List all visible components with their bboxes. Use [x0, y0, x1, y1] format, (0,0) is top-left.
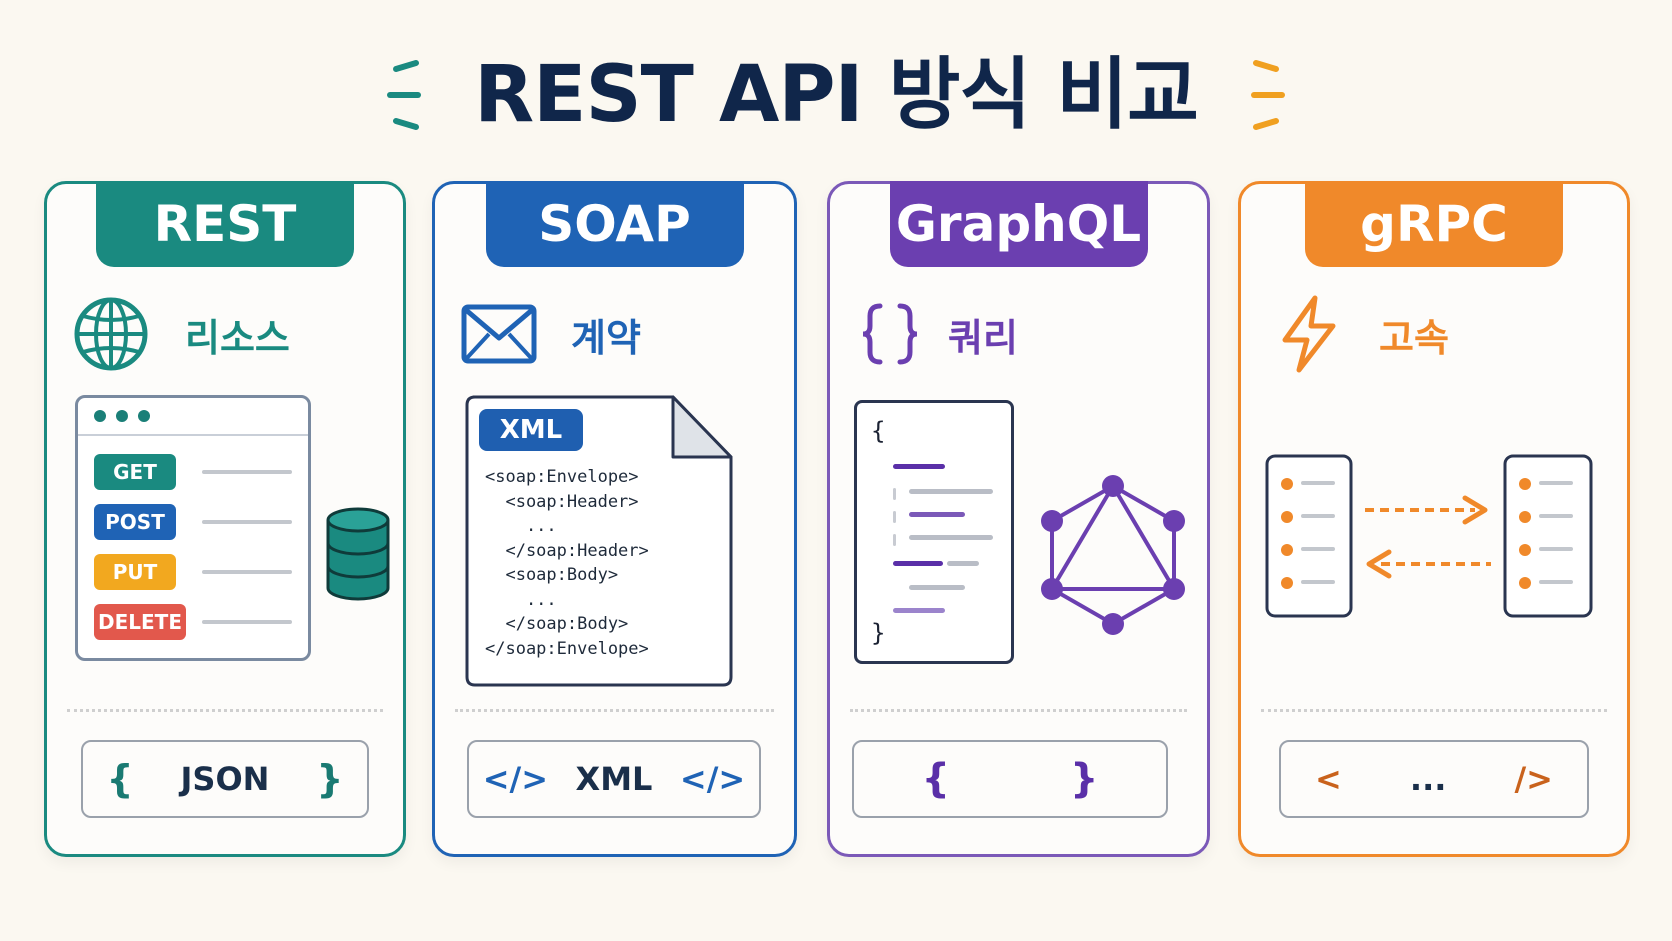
format-tag-right: </> — [679, 760, 746, 798]
browser-title-bar — [78, 398, 308, 436]
format-box-graphql: { } — [852, 740, 1168, 818]
feature-graphql: 쿼리 — [860, 294, 1018, 374]
query-line — [893, 534, 896, 546]
xml-badge: XML — [479, 409, 583, 451]
feature-soap: 계약 — [461, 294, 641, 374]
graphql-query-doc: { } — [854, 400, 1014, 664]
code-line: ... — [485, 516, 557, 536]
feature-label-soap: 계약 — [571, 315, 641, 360]
feature-rest: 리소스 — [71, 294, 290, 374]
lightning-icon — [1282, 295, 1336, 373]
feature-label-graphql: 쿼리 — [948, 315, 1018, 360]
card-header-grpc: gRPC — [1305, 181, 1563, 267]
query-line — [909, 585, 965, 590]
format-brace-left: { — [921, 756, 950, 802]
format-box-rest: { JSON } — [81, 740, 369, 818]
envelope-icon — [461, 304, 537, 364]
query-close-brace: } — [871, 619, 886, 647]
api-browser-window: GET POST PUT DELETE — [75, 395, 311, 661]
code-line: <soap:Header> — [485, 491, 639, 512]
card-divider — [455, 709, 774, 712]
query-line — [909, 535, 993, 540]
server-right-icon — [1503, 454, 1593, 618]
format-brace-right: } — [1070, 756, 1099, 802]
card-header-soap: SOAP — [485, 181, 744, 267]
format-box-grpc: < ... /> — [1279, 740, 1589, 818]
query-line — [909, 489, 993, 494]
right-decoration-icon — [1250, 60, 1285, 130]
method-line — [202, 520, 292, 524]
card-divider — [850, 709, 1187, 712]
format-label-soap: XML — [575, 760, 653, 798]
card-graphql: GraphQL 쿼리 { } { } — [827, 181, 1210, 857]
card-grpc: gRPC 고속 < ... — [1238, 181, 1630, 857]
window-dot-icon — [116, 410, 128, 422]
code-line: <soap:Body> — [485, 565, 619, 585]
database-icon — [326, 507, 390, 601]
query-line — [893, 511, 896, 523]
feature-label-grpc: 고속 — [1379, 315, 1449, 360]
server-left-icon — [1265, 454, 1353, 618]
card-header-graphql: GraphQL — [889, 181, 1148, 267]
soap-code: <soap:Envelope> <soap:Header> ... </soap… — [485, 465, 649, 661]
query-line — [893, 488, 896, 500]
query-open-brace: { — [871, 417, 886, 445]
curly-braces-icon — [862, 303, 918, 365]
method-put: PUT — [94, 554, 176, 590]
graphql-logo-icon — [1041, 475, 1185, 635]
method-line — [202, 570, 292, 574]
title-row: REST API 방식 비교 — [0, 40, 1672, 150]
format-brace-right: } — [316, 757, 344, 801]
format-label-rest: JSON — [180, 760, 270, 798]
globe-icon — [74, 297, 148, 371]
card-divider — [1261, 709, 1607, 712]
query-line — [893, 561, 943, 566]
left-decoration-icon — [387, 60, 422, 130]
method-post: POST — [94, 504, 176, 540]
arrow-left-icon — [1366, 549, 1491, 579]
method-get: GET — [94, 454, 176, 490]
window-dot-icon — [138, 410, 150, 422]
query-line — [893, 464, 945, 469]
format-tag-right: /> — [1514, 760, 1553, 798]
grpc-exchange-diagram — [1265, 454, 1593, 618]
card-divider — [67, 709, 383, 712]
code-line: </soap:Body> — [485, 614, 629, 634]
method-line — [202, 620, 292, 624]
page-title: REST API 방식 비교 — [474, 50, 1199, 140]
xml-document: XML <soap:Envelope> <soap:Header> ... </… — [465, 395, 735, 687]
query-line — [909, 512, 965, 517]
document-shape — [465, 395, 733, 687]
arrow-right-icon — [1365, 495, 1488, 525]
window-dot-icon — [94, 410, 106, 422]
code-line: </soap:Header> — [485, 540, 649, 561]
format-tag-left: < — [1315, 760, 1342, 798]
code-line: <soap:Envelope> — [485, 467, 639, 487]
query-line — [893, 608, 945, 613]
feature-grpc: 고속 — [1277, 294, 1449, 374]
feature-label-rest: 리소스 — [185, 315, 290, 360]
query-line — [947, 561, 979, 566]
format-tag-left: </> — [482, 760, 549, 798]
method-line — [202, 470, 292, 474]
format-label-grpc: ... — [1409, 760, 1447, 798]
method-delete: DELETE — [94, 604, 186, 640]
card-soap: SOAP 계약 XML <soap:Envelope> <soap:Header… — [432, 181, 797, 857]
code-line: </soap:Envelope> — [485, 638, 649, 659]
format-box-soap: </> XML </> — [467, 740, 761, 818]
format-brace-left: { — [106, 757, 134, 801]
card-header-rest: REST — [96, 181, 354, 267]
code-line: ... — [485, 589, 557, 610]
card-rest: REST 리소스 GET POST PUT DELETE — [44, 181, 406, 857]
